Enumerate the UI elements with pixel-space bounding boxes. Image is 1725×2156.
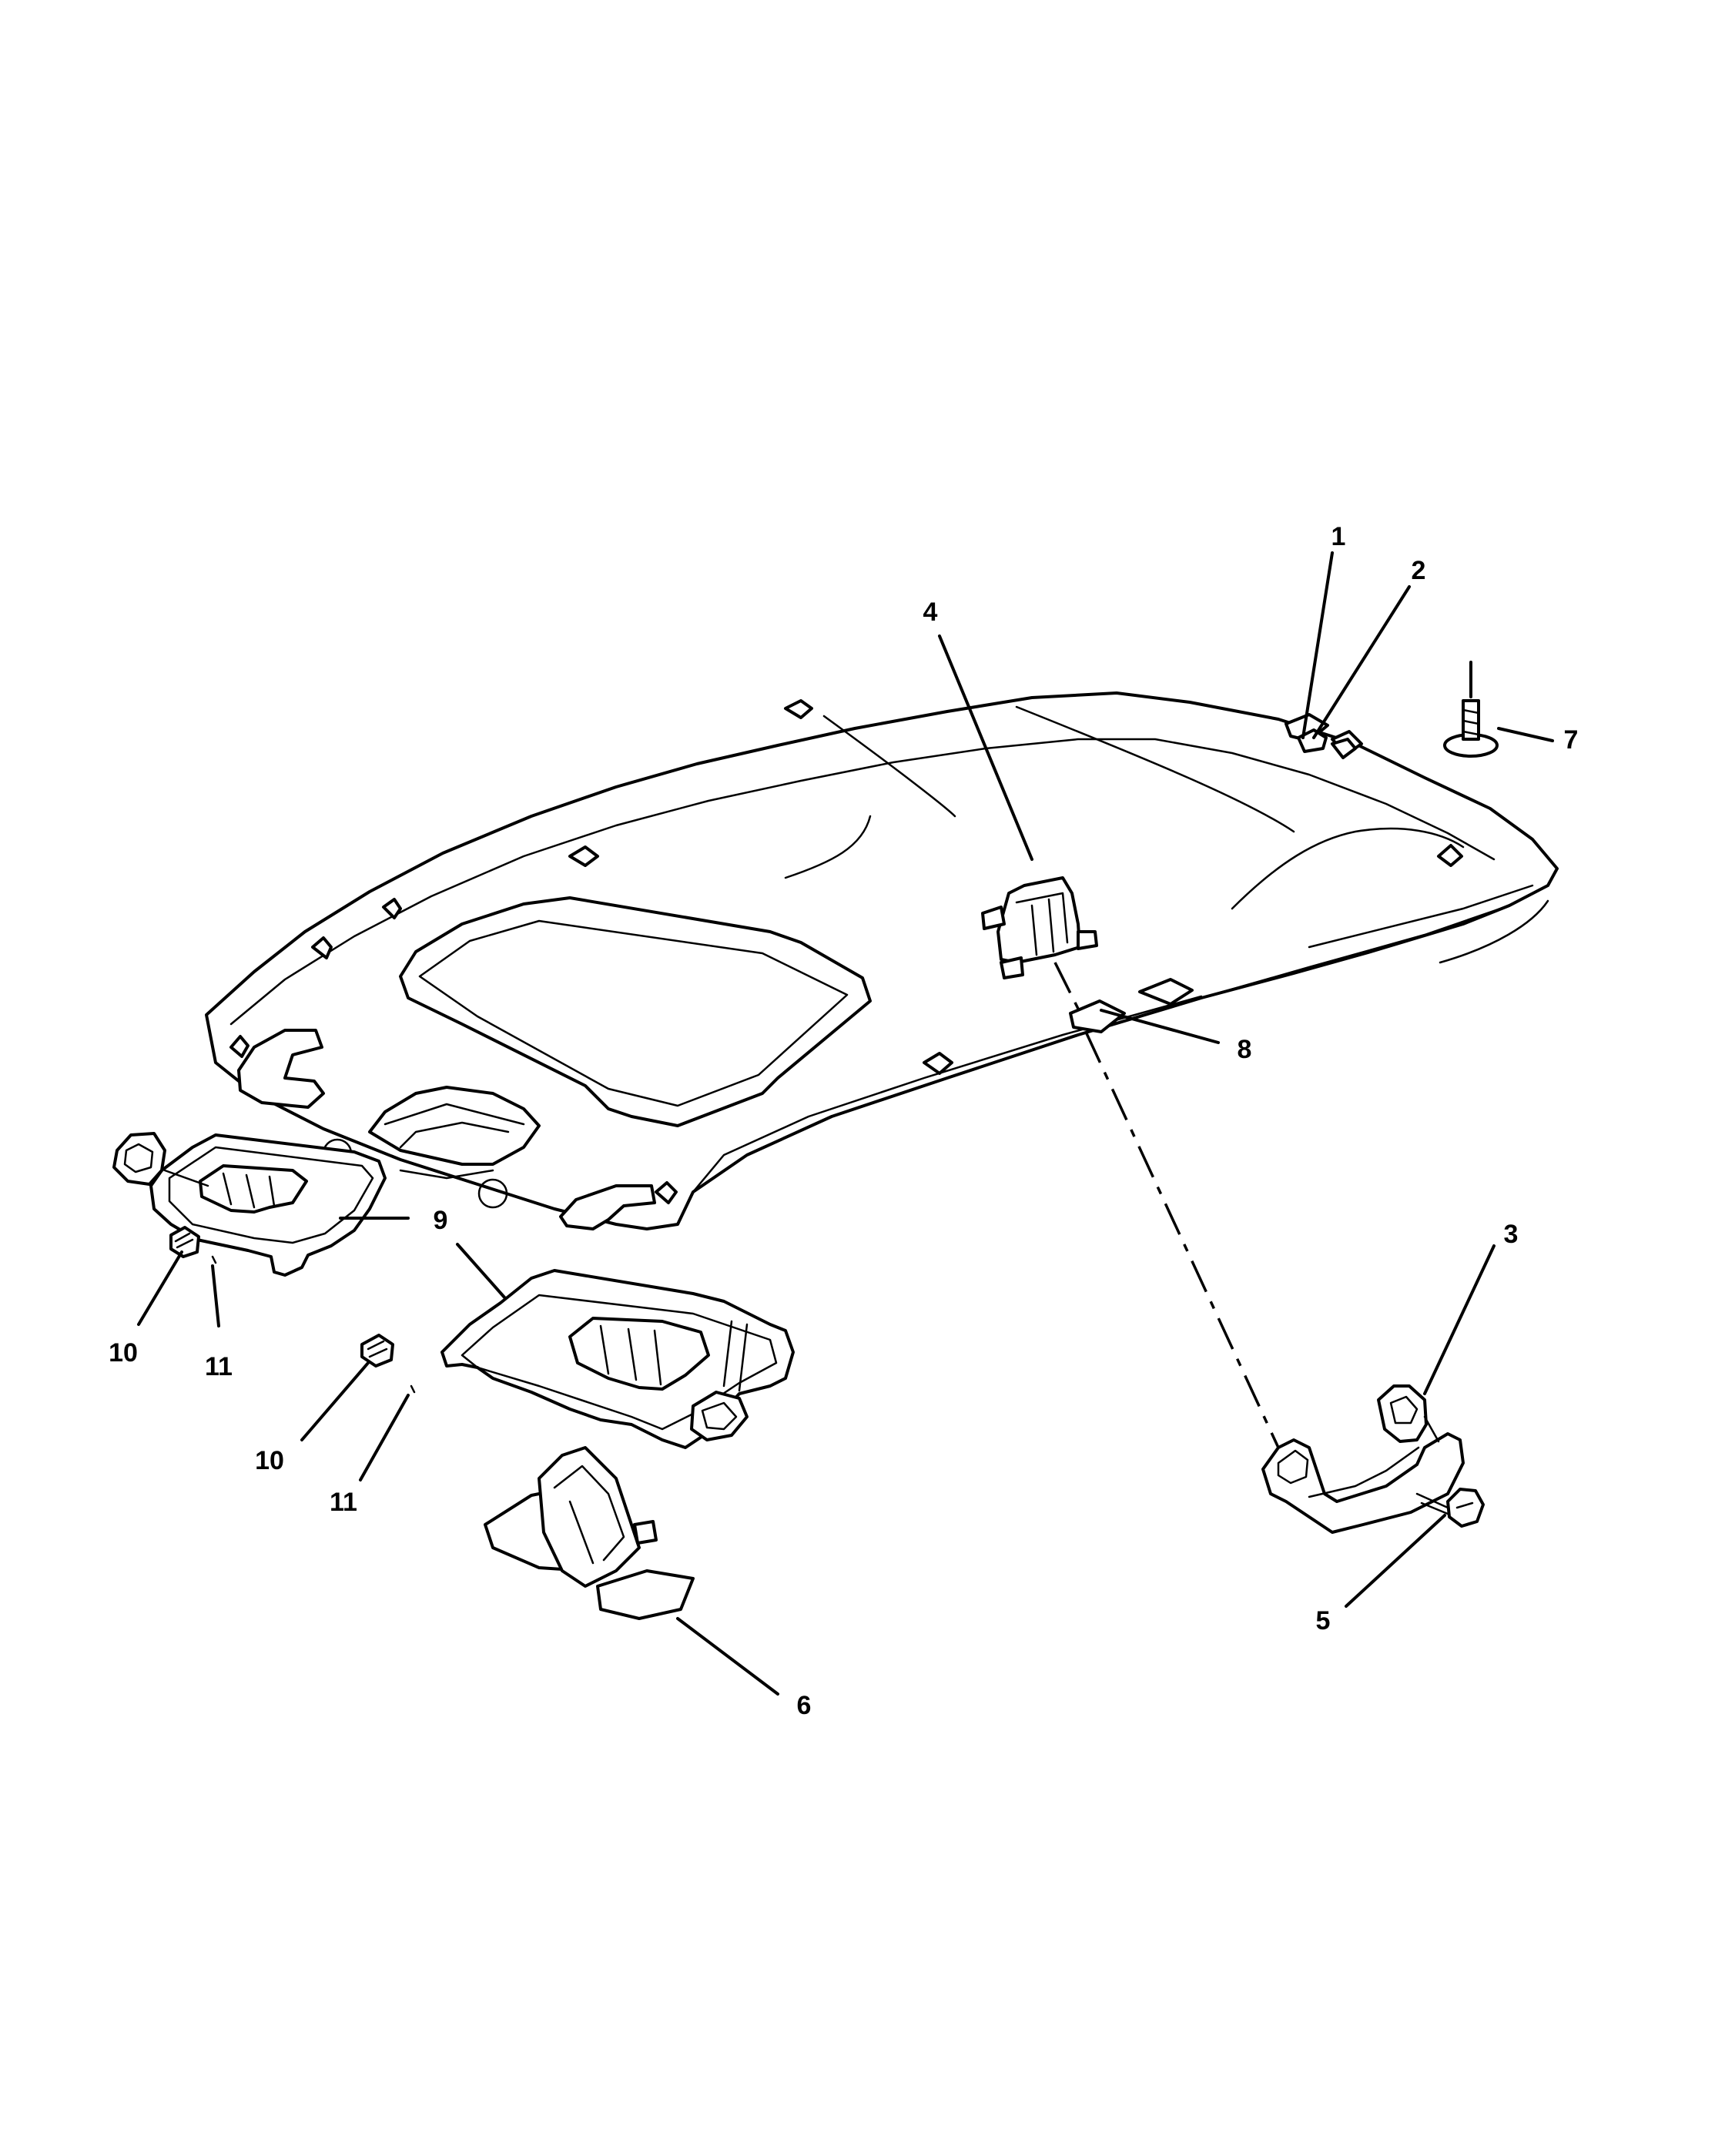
- part-6-clip-bracket: [484, 1446, 695, 1620]
- part-4-clip-bracket: [981, 876, 1098, 979]
- headliner-panel: [205, 691, 1559, 1230]
- callout-10b: 10: [255, 1446, 284, 1475]
- callout-11a: 11: [205, 1352, 233, 1381]
- part-9-sun-visor-right: [440, 1269, 795, 1449]
- part-3-assist-handle: [1261, 1384, 1465, 1534]
- part-1-2-clips: [1297, 728, 1357, 759]
- callout-8: 8: [1238, 1035, 1252, 1064]
- callout-2: 2: [1412, 556, 1426, 585]
- part-5-screw: [1415, 1488, 1485, 1528]
- part-7-push-pin: [1443, 661, 1499, 758]
- callout-6: 6: [797, 1691, 812, 1720]
- part-9-sun-visor-left: [112, 1132, 387, 1277]
- callout-7: 7: [1564, 725, 1579, 755]
- callout-10a: 10: [109, 1338, 138, 1368]
- installation-guide-lines: [1053, 962, 1280, 1448]
- callout-5: 5: [1316, 1606, 1331, 1635]
- callout-labels: 1 2 3 4 5 6 7 8 9 10 10 11 11: [109, 522, 1578, 1720]
- part-10-11-fasteners: [169, 1226, 416, 1394]
- callout-11b: 11: [330, 1488, 357, 1517]
- callout-3: 3: [1504, 1220, 1519, 1249]
- leader-lines: [137, 551, 1554, 1696]
- callout-4: 4: [923, 598, 938, 627]
- callout-1: 1: [1331, 522, 1346, 551]
- callout-9: 9: [434, 1206, 448, 1235]
